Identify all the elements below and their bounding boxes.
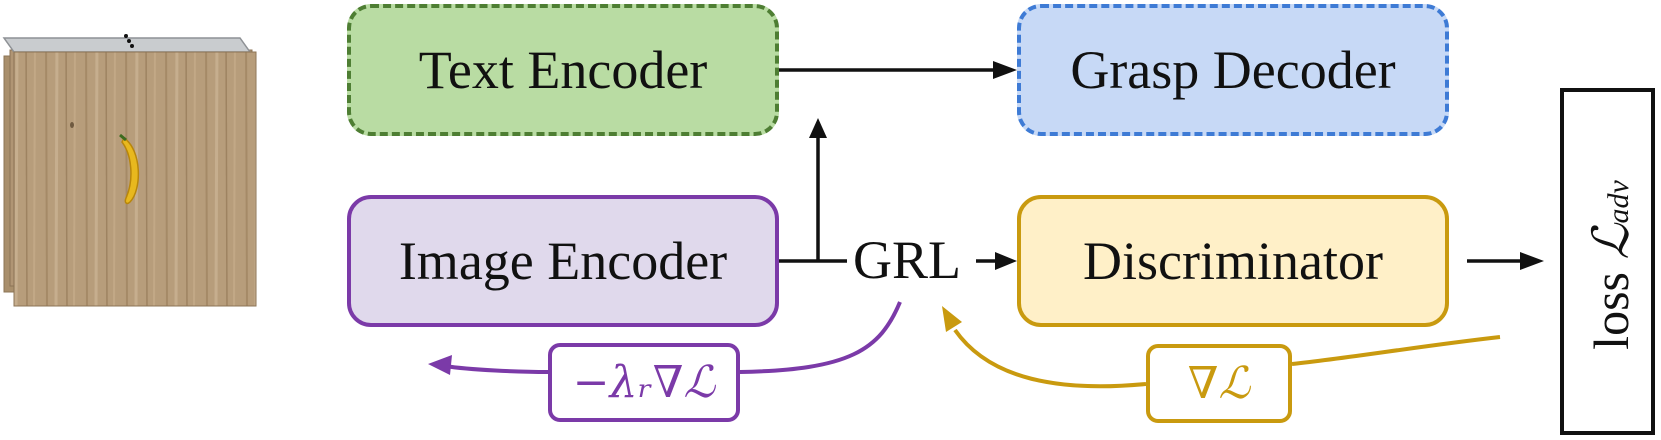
text-encoder-box: Text Encoder: [347, 4, 779, 136]
image-encoder-box: Image Encoder: [347, 195, 779, 327]
grl-label: GRL: [853, 230, 961, 290]
reversed-gradient-label: −λᵣ∇ℒ: [572, 357, 716, 408]
adversarial-loss-box: loss ℒadv: [1560, 88, 1655, 435]
grl-to-discriminator-arrow: [976, 252, 1017, 270]
loss-symbol: ℒ: [1582, 223, 1640, 260]
discriminator-to-loss-arrow: [1467, 252, 1544, 270]
banana-icon: [119, 133, 140, 205]
gradient-label: ∇ℒ: [1187, 358, 1251, 409]
image-encoder-label: Image Encoder: [398, 231, 728, 291]
grasp-decoder-box: Grasp Decoder: [1017, 4, 1449, 136]
reversed-gradient-label-box: −λᵣ∇ℒ: [548, 343, 740, 422]
loss-prefix: loss: [1583, 272, 1639, 350]
reversed-gradient-arrow: [428, 301, 902, 375]
text-encoder-label: Text Encoder: [418, 40, 708, 100]
text-to-grasp-arrow: [779, 61, 1017, 79]
discriminator-label: Discriminator: [1083, 231, 1383, 291]
gradient-to-grl-arrow: [942, 306, 1501, 389]
adversarial-loss-label: loss ℒadv: [1582, 180, 1640, 350]
grasp-decoder-label: Grasp Decoder: [1070, 40, 1396, 100]
image-feature-up-arrow: [809, 118, 827, 261]
discriminator-box: Discriminator: [1017, 195, 1449, 327]
input-image-stack: [2, 34, 257, 307]
loss-subscript: adv: [1602, 180, 1635, 224]
gradient-label-box: ∇ℒ: [1146, 344, 1292, 423]
